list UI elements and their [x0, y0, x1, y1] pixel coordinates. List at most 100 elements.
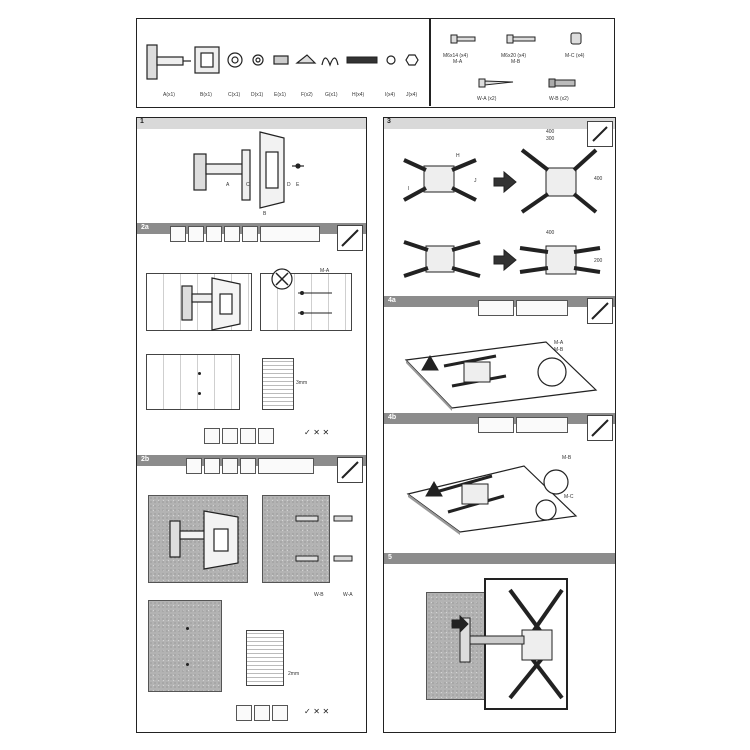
screw-label-wb: W-B (x2)	[549, 96, 569, 102]
step5-number: 5	[388, 554, 392, 561]
step3-dim-400-bottom: 400	[546, 230, 555, 236]
step2a-screws-drawing	[271, 268, 332, 315]
step3-dim-400-top: 400	[546, 129, 555, 135]
parts-drawings	[146, 44, 419, 80]
step2b-drill-detail	[246, 630, 284, 686]
wall-plate-icon	[146, 44, 191, 80]
tool-icon	[258, 458, 314, 474]
step1-callout-e: E	[296, 182, 300, 188]
tool-icon	[204, 458, 220, 474]
step1-callout-d: D	[287, 182, 291, 188]
step2a-bottom-icons	[204, 428, 274, 446]
screwdriver-icon	[587, 298, 613, 324]
parts-list-panel: A(x1) B(x1) C(x1) D(x1) E(x1) F(x2) G(x1…	[136, 18, 615, 108]
screw-drawings	[450, 32, 582, 88]
tool-icon	[240, 428, 256, 444]
screw-label-wa: W-A (x2)	[477, 96, 497, 102]
tool-icon	[240, 458, 256, 474]
drill-hole-mark	[186, 663, 189, 666]
step4b-tv-drawing	[406, 465, 578, 535]
tool-icon	[206, 226, 222, 242]
screwdriver-icon	[337, 457, 363, 483]
part-label-g: G(x1)	[325, 92, 338, 98]
screw-label-mb-code: M-B	[511, 59, 521, 65]
tool-icon	[222, 428, 238, 444]
step2b-tools-strip	[186, 458, 314, 476]
part-label-a: A(x1)	[163, 92, 175, 98]
tool-icon	[254, 705, 270, 721]
step1-drawing	[193, 131, 304, 209]
step2a-number: 2a	[141, 224, 149, 231]
screwdriver-icon	[587, 415, 613, 441]
step2a-screw-label: M-A	[320, 268, 330, 274]
washer-nut-icons	[227, 52, 289, 68]
step2a-wood-wall-drilled	[146, 354, 240, 410]
tool-icon	[236, 705, 252, 721]
small-nut-icons	[386, 54, 419, 66]
step2b-drill-label: 2mm	[288, 671, 300, 677]
tool-icon	[478, 300, 514, 316]
tool-icon	[224, 226, 240, 242]
step1-number: 1	[140, 118, 144, 125]
part-label-f: F(x2)	[301, 92, 313, 98]
part-label-h: H(x4)	[352, 92, 365, 98]
screw-label-mb-size: M6x20 (x4)	[501, 53, 527, 59]
part-label-j: J(x4)	[406, 92, 418, 98]
screw-label-ma-code: M-A	[453, 59, 463, 65]
drill-hole-mark	[186, 627, 189, 630]
step3-header: 3	[384, 118, 615, 129]
step5-mount-drawing	[451, 588, 564, 700]
tool-icon	[258, 428, 274, 444]
step2a-bracket-drawing	[181, 277, 241, 331]
tool-icon	[260, 226, 320, 242]
tool-icon	[186, 458, 202, 474]
tool-icon	[516, 300, 568, 316]
step4a-tv-drawing	[404, 341, 598, 411]
step4b-callout-mb: M-B	[562, 455, 572, 461]
tool-icon	[478, 417, 514, 433]
step2b-concrete-wall-anchors	[262, 495, 330, 583]
parts-divider	[429, 19, 431, 106]
step5-concrete-wall	[426, 592, 486, 700]
spacer-icon	[346, 56, 378, 64]
step2b-wb-label: W-B	[314, 592, 324, 598]
step4a-icons	[478, 300, 568, 318]
cable-tie-icon	[295, 54, 317, 64]
step3-dim-400-side: 400	[594, 176, 603, 182]
step4b-icons	[478, 417, 568, 435]
step3-bottom-assembly	[403, 240, 601, 278]
step2b-concrete-wall-drilled	[148, 600, 222, 692]
screw-icon	[450, 32, 582, 88]
step2a-tools-strip	[170, 226, 320, 244]
step4b-number: 4b	[388, 414, 397, 421]
tool-icon	[222, 458, 238, 474]
part-label-c: C(x1)	[228, 92, 241, 98]
tool-icon	[516, 417, 568, 433]
tool-icon	[204, 428, 220, 444]
step1-callout-c: C	[246, 182, 250, 188]
step2a-check-marks: ✓ ✕ ✕	[304, 428, 330, 437]
drill-hole-mark	[198, 372, 201, 375]
tool-icon	[188, 226, 204, 242]
hook-icon	[321, 57, 339, 67]
step3-callout-i: I	[408, 186, 410, 192]
step2a-drill-label: 3mm	[296, 380, 308, 386]
step1-header: 1	[137, 118, 366, 129]
step5-header: 5	[384, 553, 615, 564]
screwdriver-icon	[337, 225, 363, 251]
step1-callout-b: B	[263, 211, 267, 217]
tool-icon	[272, 705, 288, 721]
step2b-number: 2b	[141, 456, 150, 463]
wrench-icon	[587, 121, 613, 147]
step1-callout-a: A	[226, 182, 230, 188]
step3-number: 3	[387, 118, 391, 125]
step2b-bottom-icons	[236, 705, 288, 723]
step3-dim-300-top: 300	[546, 136, 555, 142]
step2b-anchors-drawing	[295, 515, 353, 562]
part-label-d: D(x1)	[251, 92, 264, 98]
vesa-plate-icon	[194, 46, 220, 74]
screw-label-mc: M-C (x4)	[565, 53, 585, 59]
drill-hole-mark	[198, 392, 201, 395]
step2b-wa-label: W-A	[343, 592, 353, 598]
step4b-callout-mc: M-C	[564, 494, 574, 500]
